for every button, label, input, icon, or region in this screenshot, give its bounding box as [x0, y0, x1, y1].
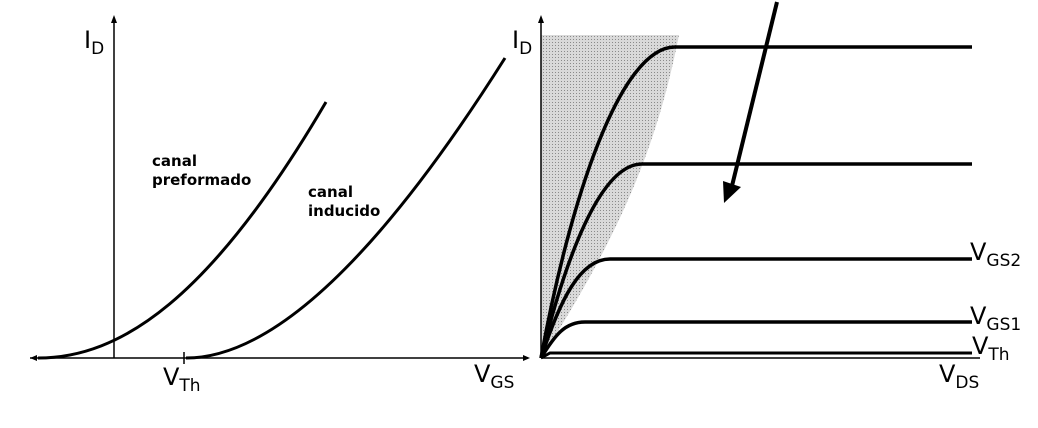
increase-arrow-head	[723, 181, 741, 203]
curve-gs2	[539, 257, 972, 359]
right-y-axis-label: ID	[512, 26, 533, 59]
left-y-axis-label: ID	[84, 26, 105, 59]
label-vth: VTh	[972, 332, 1010, 365]
curve-gs1	[539, 320, 972, 359]
right-plot	[538, 1, 980, 360]
left-x-axis-label: VGS	[474, 360, 515, 393]
threshold-label: VTh	[163, 363, 201, 396]
label-preformed-channel: canal preformado	[152, 152, 252, 189]
curve-th	[540, 351, 972, 360]
label-vgs2: VGS2	[970, 238, 1022, 271]
curve-upper-middle	[539, 162, 972, 359]
left-y-axis-arrow	[111, 15, 117, 23]
label-vgs1: VGS1	[970, 302, 1022, 335]
curve-top	[539, 45, 972, 359]
left-x-axis-arrow	[523, 355, 530, 361]
ohmic-region	[541, 35, 679, 358]
left-plot	[30, 15, 530, 364]
right-y-axis-arrow	[538, 15, 544, 23]
left-x-axis-tail-arrow	[30, 355, 37, 361]
right-x-axis-label: VDS	[939, 360, 980, 393]
curve-induced-channel	[185, 57, 507, 360]
increase-arrow	[729, 1, 779, 191]
label-induced-channel: canal inducido	[308, 183, 381, 220]
curve-preformed-channel	[37, 101, 328, 360]
